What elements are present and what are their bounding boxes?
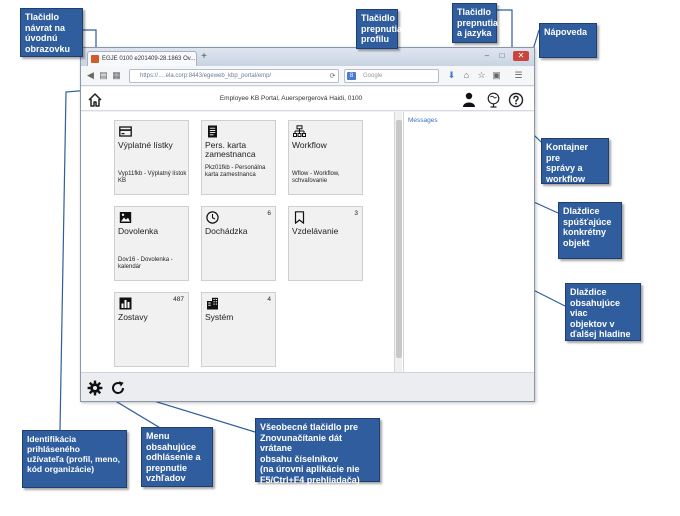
tile-pers-karta[interactable]: Pers. karta zamestnanca Pkz01fkb - Perso… xyxy=(201,120,276,195)
tile-zostavy[interactable]: 487 Zostavy xyxy=(114,292,189,367)
tile-title: Zostavy xyxy=(118,312,148,322)
page-title: Employee KB Portal, Auerspergerová Haidi… xyxy=(219,95,363,102)
document-icon xyxy=(208,125,217,138)
gear-icon xyxy=(87,380,102,395)
browser-tab[interactable]: EGJE 0100 e201409-28.1863 Ov... xyxy=(87,51,197,66)
card-icon xyxy=(119,126,132,137)
tile-description: Pkz01fkb - Personálna karta zamestnanca xyxy=(205,165,266,178)
home-button[interactable] xyxy=(86,91,103,108)
callout-help: Nápoveda xyxy=(539,23,597,58)
favicon-icon xyxy=(91,55,99,63)
callout-home: Tlačidlo návrat na úvodnú obrazovku xyxy=(20,8,83,57)
search-engine-icon: 8 xyxy=(347,72,356,80)
tile-vzdelavanie[interactable]: 3 Vzdelávanie xyxy=(288,206,363,281)
tile-system[interactable]: 4 Systém xyxy=(201,292,276,367)
tile-title: Dovolenka xyxy=(118,226,159,236)
clock-icon xyxy=(206,211,219,224)
minimize-icon[interactable]: – xyxy=(484,51,490,60)
profile-button[interactable] xyxy=(461,91,477,108)
back-icon[interactable]: ◀ xyxy=(87,70,94,80)
downloads-page-icon[interactable]: ▦ xyxy=(112,70,121,80)
tab-title: EGJE 0100 e201409-28.1863 Ov... xyxy=(102,56,196,62)
browser-home-icon[interactable]: ⌂ xyxy=(463,70,470,80)
tile-workflow[interactable]: Workflow Wflow - Workflow, schvaľovanie xyxy=(288,120,363,195)
tile-title: Výplatné lístky xyxy=(118,140,173,150)
callout-container: Kontajner pre správy a workflow xyxy=(541,138,609,184)
tile-description: Wflow - Workflow, schvaľovanie xyxy=(292,171,340,184)
scrollbar-thumb[interactable] xyxy=(396,120,402,358)
browser-toolbar: ◀ ▤ ▦ https://….ela.corp:8443/egeweb_kbp… xyxy=(81,66,534,86)
url-bar[interactable]: https://….ela.corp:8443/egeweb_kbp_porta… xyxy=(129,69,339,83)
globe-icon xyxy=(487,92,499,108)
refresh-button[interactable] xyxy=(109,379,126,396)
callout-tile-single: Dlaždice spúšťajúce konkrétny objekt xyxy=(558,202,622,259)
search-bar[interactable]: 8 Google xyxy=(344,69,439,83)
help-icon xyxy=(508,92,523,107)
bookmarks-list-icon[interactable]: ▤ xyxy=(99,70,108,80)
tile-dochadzka[interactable]: 6 Dochádzka xyxy=(201,206,276,281)
callout-menu: Menu obsahujúce odhlásenie a prepnutie v… xyxy=(141,427,213,487)
tile-title: Dochádzka xyxy=(205,226,248,236)
search-placeholder: Google xyxy=(363,73,383,79)
download-icon[interactable]: ⬇ xyxy=(447,70,456,80)
user-icon xyxy=(463,92,475,107)
new-tab-button[interactable]: + xyxy=(201,51,207,62)
callout-refresh: Všeobecné tlačidlo pre Znovunačítanie dá… xyxy=(255,418,380,485)
callout-tile-multi: Dlaždice obsahujúce viac objektov v ďalš… xyxy=(565,283,641,341)
messages-panel: Messages xyxy=(403,112,534,372)
home-icon xyxy=(87,92,102,107)
picture-icon xyxy=(119,212,132,223)
browser-window: EGJE 0100 e201409-28.1863 Ov... + – □ ✕ … xyxy=(80,47,535,402)
app-footer xyxy=(81,372,534,401)
bookmark-star-icon[interactable]: ☆ xyxy=(477,70,486,80)
language-button[interactable] xyxy=(485,91,501,108)
tile-description: Dov16 - Dovolenka - kalendár xyxy=(118,257,173,270)
browser-menu-icon[interactable]: ☰ xyxy=(514,70,523,80)
close-icon[interactable]: ✕ xyxy=(513,51,529,61)
bookmark-icon xyxy=(294,211,305,224)
chart-icon xyxy=(119,297,132,310)
tile-count: 6 xyxy=(267,210,271,217)
tile-description: Vyp11fkb - Výplatný lístok KB xyxy=(118,171,187,184)
title-bar: EGJE 0100 e201409-28.1863 Ov... + – □ ✕ xyxy=(81,48,534,66)
callout-language: Tlačidlo prepnutia a jazyka xyxy=(452,3,498,43)
tile-count: 4 xyxy=(267,296,271,303)
tile-vyplatne-listky[interactable]: Výplatné lístky Vyp11fkb - Výplatný líst… xyxy=(114,120,189,195)
messages-title: Messages xyxy=(408,117,438,124)
url-text: https://….ela.corp:8443/egeweb_kbp_porta… xyxy=(140,73,272,79)
tile-title: Vzdelávanie xyxy=(292,226,339,236)
tile-area-scrollbar[interactable] xyxy=(394,112,402,372)
tile-title: Pers. karta zamestnanca xyxy=(205,140,256,159)
reload-icon[interactable]: ⟳ xyxy=(329,73,336,80)
tile-title: Workflow xyxy=(292,140,327,150)
refresh-icon xyxy=(111,380,124,394)
maximize-icon[interactable]: □ xyxy=(499,51,505,60)
help-button[interactable] xyxy=(507,91,524,108)
workflow-icon xyxy=(293,125,306,137)
tile-title: Systém xyxy=(205,312,234,322)
callout-identification: Identifikácia prihláseného užívateľa (pr… xyxy=(22,430,127,488)
callout-profile: Tlačidlo prepnutia profilu xyxy=(356,9,402,49)
tile-count: 3 xyxy=(354,210,358,217)
tile-count: 487 xyxy=(173,296,184,303)
app-header: Employee KB Portal, Auerspergerová Haidi… xyxy=(81,87,534,111)
building-icon xyxy=(207,297,218,310)
tile-dovolenka[interactable]: Dovolenka Dov16 - Dovolenka - kalendár xyxy=(114,206,189,281)
menu-button[interactable] xyxy=(86,379,103,396)
reader-icon[interactable]: ▣ xyxy=(492,70,501,80)
